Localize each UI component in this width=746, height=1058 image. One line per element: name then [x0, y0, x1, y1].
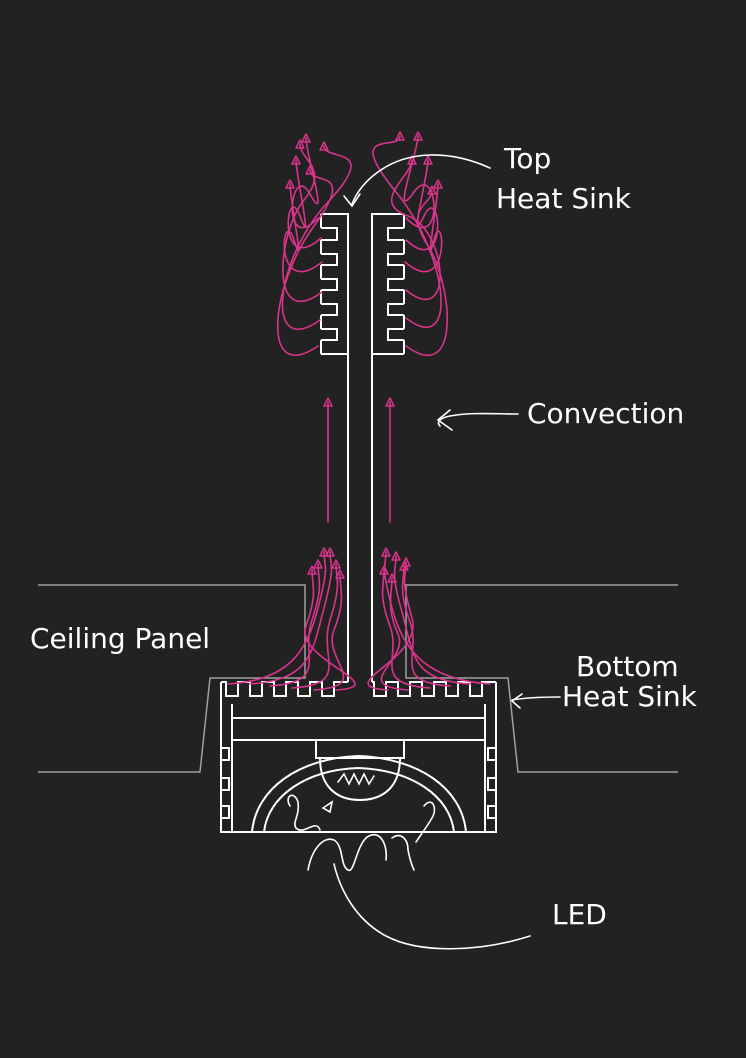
led-module	[251, 754, 467, 871]
airflow-line-bottom-right	[380, 577, 409, 691]
airflow-line-bottom-right	[367, 561, 414, 691]
airflow-line-top-right	[405, 189, 449, 356]
airflow-arrowhead	[379, 565, 389, 575]
airflow-arrowhead	[319, 141, 329, 151]
airflow-line-bottom-left	[249, 551, 333, 685]
airflow-arrowhead	[433, 179, 443, 189]
airflow-line-top-left	[281, 145, 352, 330]
airflow-line-bottom-left	[227, 551, 327, 685]
convection-airflow	[227, 131, 491, 691]
top-heat-sink-label-line1: Top	[503, 142, 551, 175]
bottom-heat-sink-label-line2: Heat Sink	[562, 680, 698, 713]
callouts	[333, 154, 561, 950]
airflow-arrowhead	[427, 185, 437, 195]
led-label: LED	[552, 898, 607, 931]
airflow-arrowhead	[325, 547, 335, 557]
airflow-arrowhead	[295, 139, 305, 149]
airflow-line-top-right	[372, 135, 442, 328]
airflow-line-top-right	[404, 183, 443, 273]
airflow-line-bottom-right	[381, 569, 431, 689]
airflow-arrowhead	[319, 547, 329, 557]
bottom-heat-sink-label-line1: Bottom	[576, 650, 679, 683]
airflow-arrowhead	[301, 133, 311, 143]
airflow-arrowhead	[291, 155, 301, 165]
airflow-line-top-right	[403, 135, 435, 229]
top-heat-sink-callout	[351, 154, 491, 205]
airflow-arrowhead	[323, 397, 333, 407]
airflow-line-bottom-right	[383, 551, 491, 685]
airflow-arrowhead	[335, 569, 345, 579]
top-heat-sink-label-line2: Heat Sink	[496, 182, 632, 215]
bottom-heat-sink-callout	[511, 696, 561, 701]
airflow-line-bottom-right	[393, 555, 471, 685]
airflow-arrowhead	[313, 559, 323, 569]
airflow-arrowhead	[395, 131, 405, 141]
airflow-arrowhead	[401, 557, 411, 567]
airflow-line-bottom-left	[313, 573, 345, 691]
airflow-arrowhead	[385, 397, 395, 407]
airflow-arrowhead	[381, 547, 391, 557]
airflow-arrowhead	[407, 155, 417, 165]
ceiling-panel-label: Ceiling Panel	[30, 622, 210, 655]
airflow-line-bottom-left	[304, 569, 356, 691]
airflow-line-top-left	[276, 169, 334, 356]
airflow-arrowhead	[307, 565, 317, 575]
airflow-line-bottom-left	[269, 563, 321, 687]
airflow-line-bottom-right	[401, 565, 451, 687]
airflow-arrowhead	[305, 165, 315, 175]
airflow-arrowhead	[285, 179, 295, 189]
convection-callout	[437, 412, 519, 427]
airflow-arrowhead	[423, 155, 433, 165]
top-heat-sink	[320, 213, 405, 682]
bottom-heat-sink	[220, 681, 497, 833]
led-callout	[333, 863, 531, 950]
airflow-arrowhead	[391, 551, 401, 561]
airflow-arrowhead	[413, 131, 423, 141]
airflow-arrowhead	[387, 573, 397, 583]
airflow-line-top-left	[282, 143, 323, 302]
airflow-arrowhead	[331, 559, 341, 569]
convection-label: Convection	[527, 397, 684, 430]
